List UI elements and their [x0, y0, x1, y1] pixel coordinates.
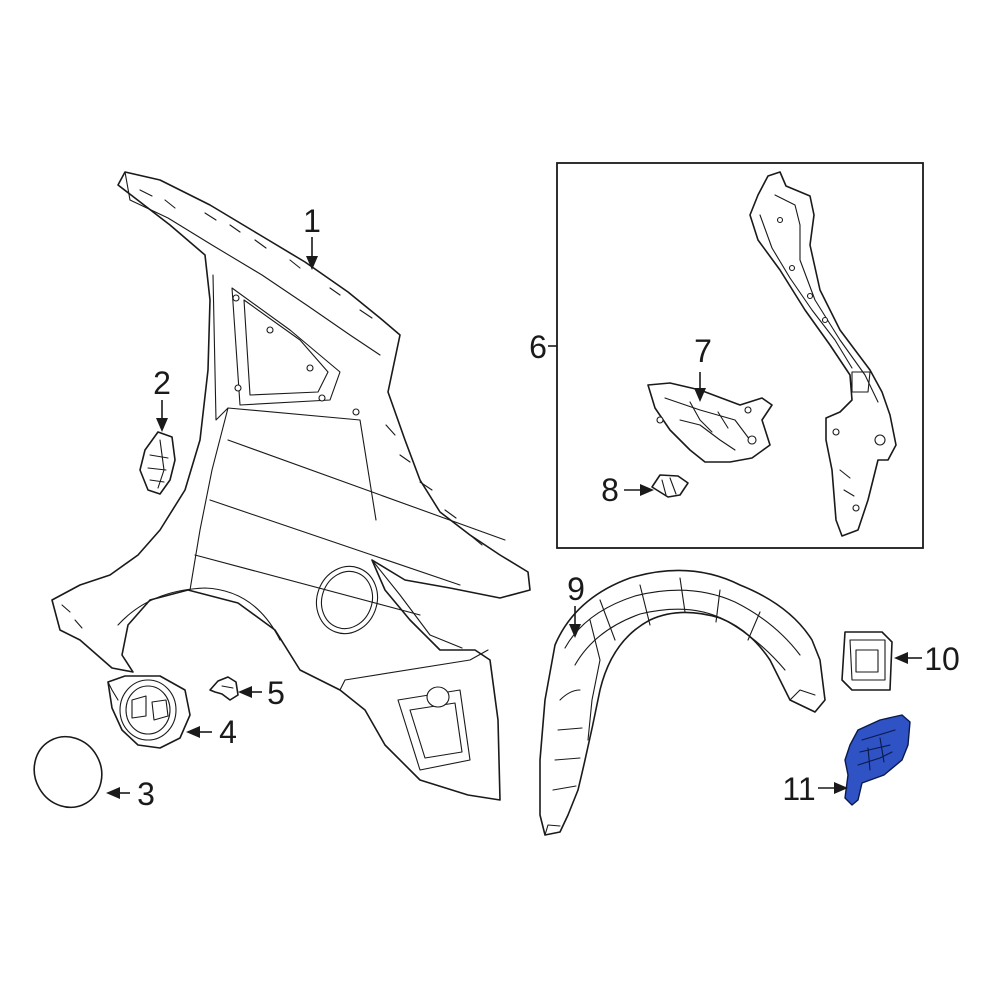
fuel-housing-part[interactable] [107, 675, 191, 749]
callout-3: 3 [137, 776, 155, 812]
callout-8: 8 [601, 472, 619, 508]
callout-1: 1 [303, 203, 321, 239]
callout-4: 4 [219, 714, 237, 750]
callout-2: 2 [153, 365, 171, 401]
callout-5: 5 [267, 675, 285, 711]
bracket-part-8[interactable] [651, 474, 689, 498]
inner-panel-part[interactable] [749, 171, 897, 537]
detail-inset-frame [556, 162, 924, 549]
fuel-door-part[interactable] [21, 724, 114, 819]
callout-9: 9 [567, 571, 585, 607]
callout-leaders [106, 237, 922, 799]
bracket-part-10[interactable] [841, 631, 893, 691]
splash-shield-part[interactable] [844, 714, 911, 806]
bracket-part-2[interactable] [139, 431, 176, 495]
callout-10: 10 [924, 641, 960, 677]
bracket-part-7[interactable] [647, 382, 773, 463]
quarter-panel-part[interactable] [51, 171, 531, 801]
wheel-liner-part[interactable] [539, 569, 826, 836]
callout-11: 11 [782, 771, 815, 807]
clip-part-5[interactable] [209, 676, 239, 701]
callout-7: 7 [694, 333, 712, 369]
callout-6: 6 [529, 329, 547, 365]
